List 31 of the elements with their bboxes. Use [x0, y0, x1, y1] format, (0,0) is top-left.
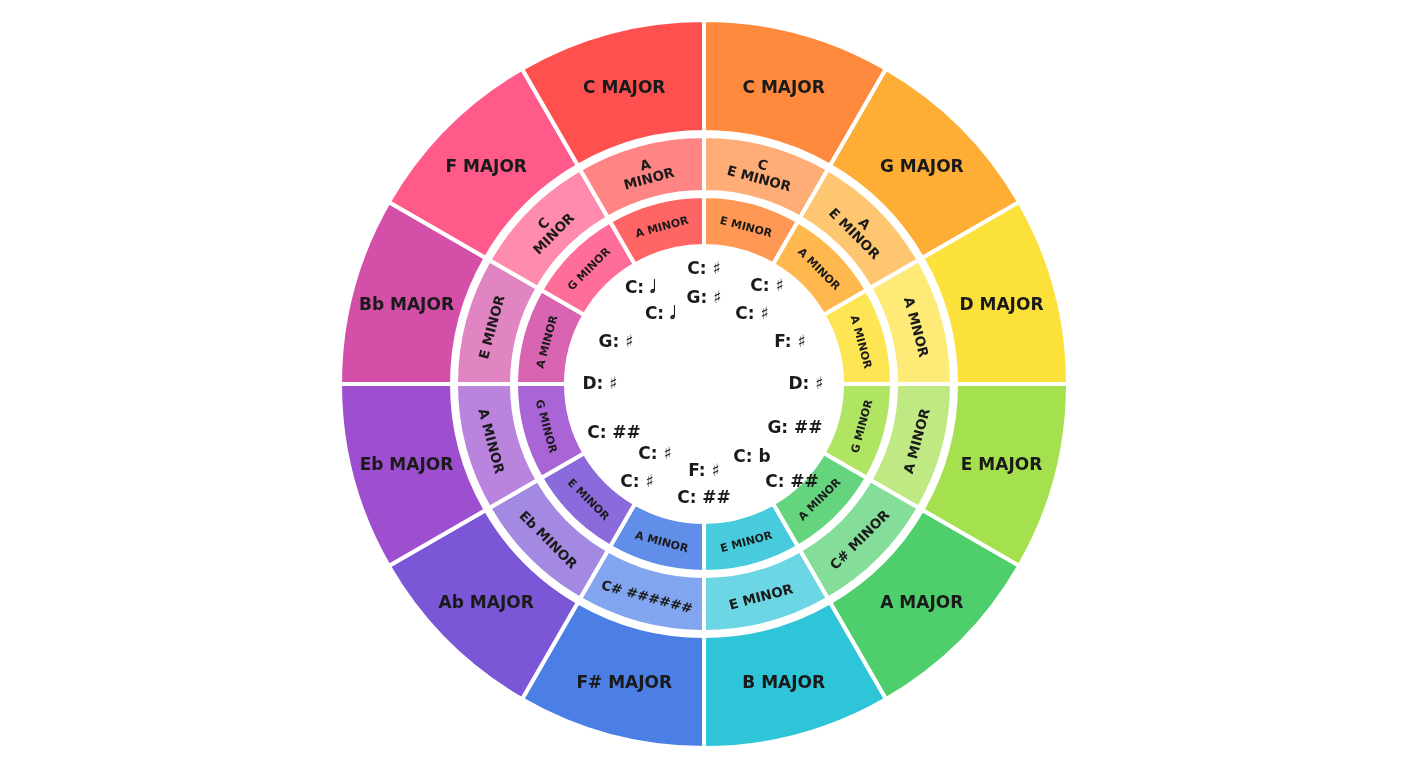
major-key-label: Eb MAJOR	[359, 453, 454, 474]
key-signature-label: C: ♯	[735, 303, 769, 323]
key-signature-label: C: ♯	[687, 258, 721, 278]
key-signature-label: C: 𝅗𝅥	[624, 277, 656, 297]
key-signature-label: F: ♯	[688, 460, 720, 480]
minor-key-label: A MINOR	[621, 155, 676, 193]
key-signature-label: F: ♯	[774, 331, 806, 351]
key-signature-label: C: ♯	[750, 275, 784, 295]
key-signature-label: D: ♯	[788, 373, 824, 393]
key-signature-label: D: ♯	[582, 373, 618, 393]
key-signature-label: G: ♯	[686, 287, 722, 307]
major-key-label: Bb MAJOR	[359, 294, 454, 315]
major-key-label: F MAJOR	[445, 156, 527, 177]
key-signature-label: C: 𝅗𝅥	[644, 303, 676, 323]
key-signature-label: C: ##	[677, 487, 731, 507]
major-key-label: B MAJOR	[742, 671, 826, 692]
major-key-label: C MAJOR	[583, 76, 666, 97]
key-signature-label: G: ##	[767, 417, 823, 437]
major-key-label: C MAJOR	[742, 76, 825, 97]
key-signature-label: G: ♯	[598, 331, 634, 351]
key-signature-label: C: ♯	[620, 471, 654, 491]
major-key-label: A MAJOR	[880, 591, 964, 612]
key-signature-label: C: ##	[587, 422, 641, 442]
minor-key-label: A MNOR	[900, 295, 933, 359]
key-signature-label: C: ♯	[638, 443, 672, 463]
major-key-label: D MAJOR	[959, 294, 1044, 315]
major-key-label: Ab MAJOR	[438, 591, 534, 612]
major-key-label: G MAJOR	[879, 156, 964, 177]
major-key-label: F# MAJOR	[576, 671, 673, 692]
key-signature-label: C: b	[733, 446, 771, 466]
major-key-label: E MAJOR	[960, 453, 1043, 474]
